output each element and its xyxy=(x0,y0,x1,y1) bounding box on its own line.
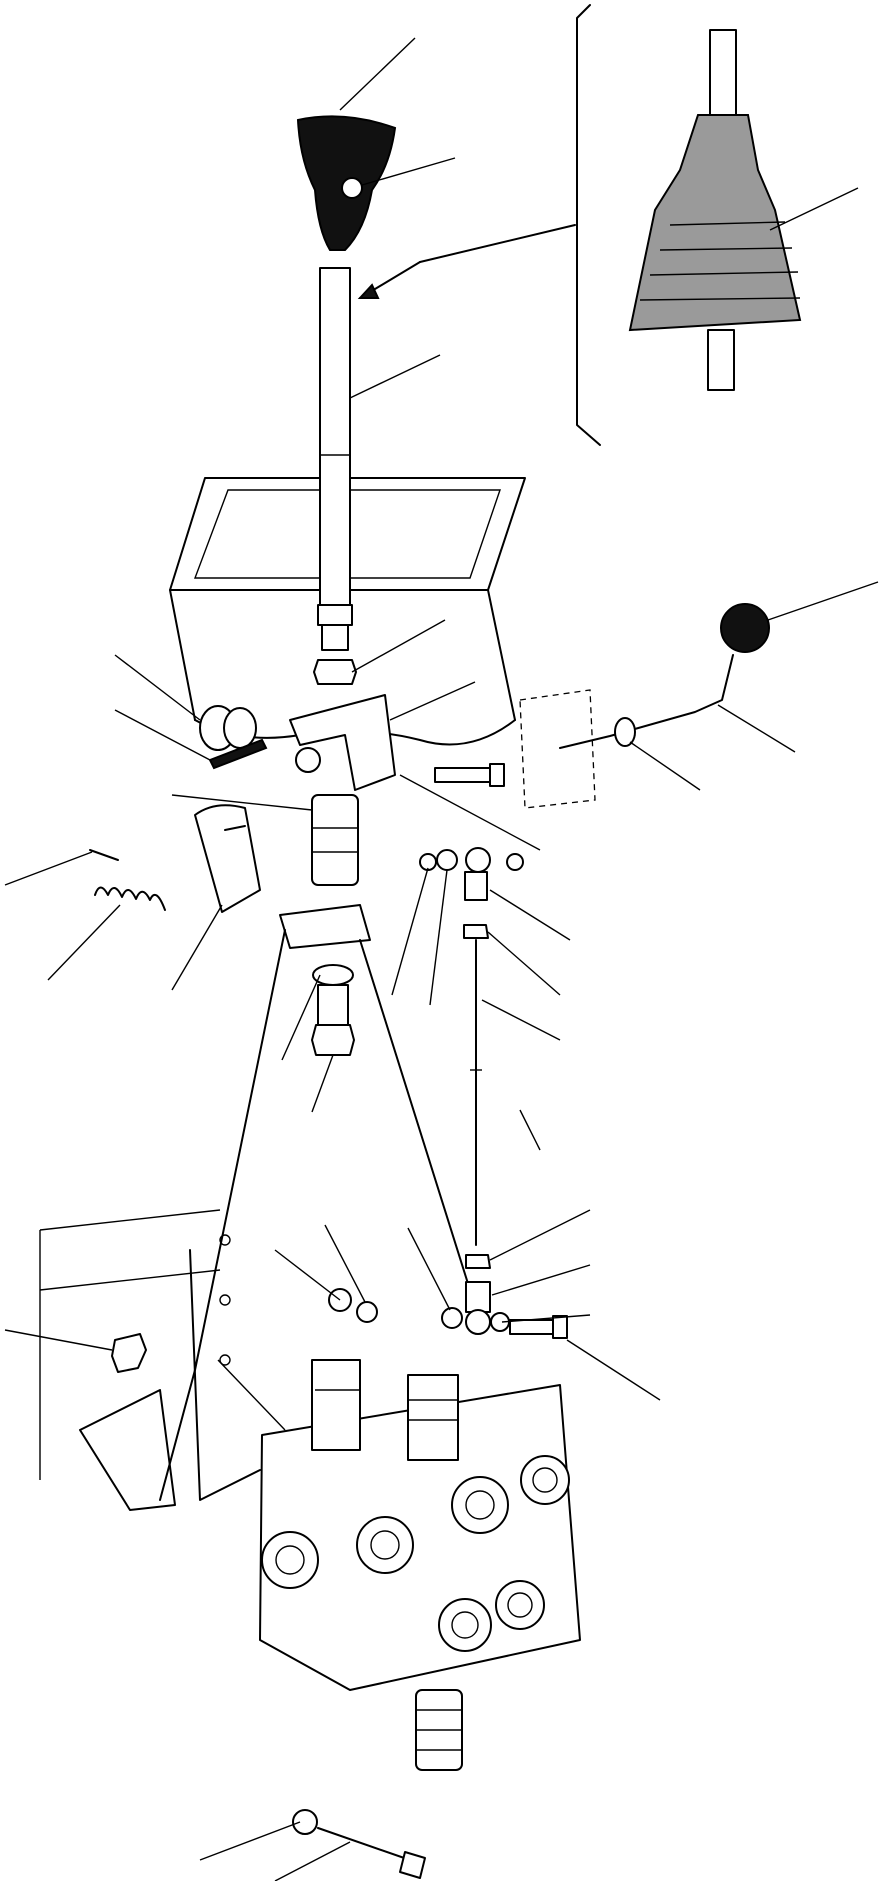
leader-line-nut-1 xyxy=(389,681,476,721)
leader-line-coupler xyxy=(399,774,541,851)
leader-line-clip xyxy=(429,869,448,1006)
leader-line-knob xyxy=(339,37,416,111)
leader-line-bottom-nut xyxy=(351,619,446,673)
nut-washer-pair xyxy=(328,1288,378,1323)
bushing xyxy=(199,705,268,770)
hydraulic-valve xyxy=(259,1359,581,1771)
inset-arrow xyxy=(357,261,421,299)
leader-line-nut-4 xyxy=(274,1249,341,1301)
nut-5 xyxy=(111,1333,147,1373)
ball-joint xyxy=(419,847,524,939)
leader-line-spring xyxy=(47,904,121,981)
plate xyxy=(194,804,261,913)
spring-pin xyxy=(89,849,119,861)
leader-line-nut-5 xyxy=(4,1329,113,1351)
dashed-panel xyxy=(519,689,596,809)
spring xyxy=(94,886,166,911)
leader-line-bushing xyxy=(114,709,211,761)
rubber-boot xyxy=(628,29,802,391)
threaded-stud xyxy=(313,604,357,685)
leader-line-jam-nut xyxy=(487,931,561,996)
leader-line-plate xyxy=(171,904,223,991)
leader-line-bolt-lower xyxy=(274,1841,351,1881)
bolt-lower xyxy=(292,1809,426,1879)
frame-plate xyxy=(39,1109,541,1511)
leader-line-washer-2 xyxy=(407,1227,451,1311)
leader-line-boot xyxy=(769,187,859,231)
bracket xyxy=(289,694,396,791)
leader-line-pin xyxy=(171,794,313,811)
control-rod xyxy=(470,939,482,1246)
leader-line-knob-screw xyxy=(361,157,456,186)
leader-line-washer-4 xyxy=(324,1224,366,1303)
leader-line-lever-tube xyxy=(349,354,441,399)
leader-line-bolt-clevis xyxy=(566,1339,661,1401)
bolt-bracket xyxy=(434,763,505,787)
leader-line-clevis xyxy=(491,1264,591,1296)
coupler xyxy=(311,794,359,886)
knob xyxy=(296,115,397,251)
lever-tube xyxy=(319,267,351,624)
leader-line-spring-pin xyxy=(4,851,93,886)
leader-line-lockwasher xyxy=(281,974,321,1061)
leader-line-lever-grommet xyxy=(629,741,701,791)
leader-line-rod xyxy=(481,999,561,1041)
leader-line-bracket xyxy=(114,654,201,721)
support-bracket xyxy=(159,904,471,1501)
leader-line-washer-3 xyxy=(501,1314,591,1323)
clevis xyxy=(441,1254,568,1339)
leader-line-nut-3 xyxy=(489,1209,591,1261)
leader-line-nut-2 xyxy=(391,867,429,996)
side-lever xyxy=(559,603,770,749)
leader-line-lever-arm xyxy=(717,704,796,753)
leader-line-ball-knob xyxy=(767,581,879,621)
leader-line-ball-joint xyxy=(489,889,571,941)
leader-line-bolt-upper xyxy=(311,1054,334,1113)
boot-inset-bracket xyxy=(419,4,601,446)
leader-line-lockwasher-2 xyxy=(199,1821,301,1861)
leader-line-valve xyxy=(217,1359,286,1431)
lockwasher-bolt xyxy=(311,964,355,1056)
